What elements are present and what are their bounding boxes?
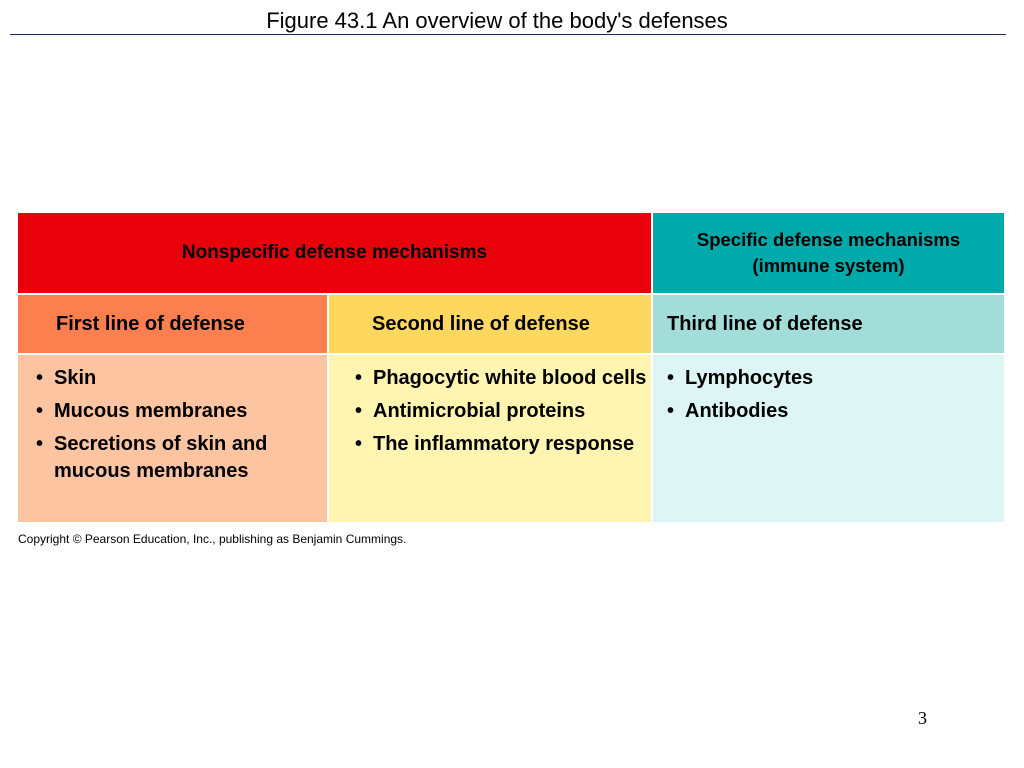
slide-title: Figure 43.1 An overview of the body's de… bbox=[266, 8, 728, 33]
third-line-list: Lymphocytes Antibodies bbox=[667, 365, 1004, 425]
copyright-notice: Copyright © Pearson Education, Inc., pub… bbox=[18, 532, 407, 546]
specific-header: Specific defense mechanisms (immune syst… bbox=[653, 213, 1004, 293]
first-line-body: Skin Mucous membranes Secretions of skin… bbox=[18, 355, 327, 522]
title-divider bbox=[10, 34, 1006, 35]
defenses-figure: Nonspecific defense mechanisms Specific … bbox=[18, 213, 1004, 522]
third-line-body: Lymphocytes Antibodies bbox=[653, 355, 1004, 522]
list-item: Secretions of skin and mucous membranes bbox=[36, 431, 327, 485]
third-line-heading: Third line of defense bbox=[653, 295, 1004, 353]
list-item: The inflammatory response bbox=[355, 431, 651, 458]
list-item: Antibodies bbox=[667, 398, 1004, 425]
first-line-heading: First line of defense bbox=[18, 295, 327, 353]
list-item: Skin bbox=[36, 365, 327, 392]
third-line-heading-label: Third line of defense bbox=[667, 312, 863, 335]
second-line-body: Phagocytic white blood cells Antimicrobi… bbox=[329, 355, 651, 522]
list-item: Phagocytic white blood cells bbox=[355, 365, 651, 392]
list-item: Lymphocytes bbox=[667, 365, 1004, 392]
second-line-heading: Second line of defense bbox=[329, 295, 651, 353]
list-item: Antimicrobial proteins bbox=[355, 398, 651, 425]
nonspecific-header: Nonspecific defense mechanisms bbox=[18, 213, 651, 293]
list-item: Mucous membranes bbox=[36, 398, 327, 425]
second-line-heading-label: Second line of defense bbox=[372, 312, 590, 335]
page-number: 3 bbox=[918, 708, 927, 728]
specific-header-line2: (immune system) bbox=[752, 255, 905, 276]
nonspecific-header-label: Nonspecific defense mechanisms bbox=[181, 242, 488, 263]
first-line-heading-label: First line of defense bbox=[56, 312, 245, 335]
specific-header-line1: Specific defense mechanisms bbox=[696, 229, 961, 250]
second-line-list: Phagocytic white blood cells Antimicrobi… bbox=[355, 365, 651, 458]
first-line-list: Skin Mucous membranes Secretions of skin… bbox=[36, 365, 327, 485]
